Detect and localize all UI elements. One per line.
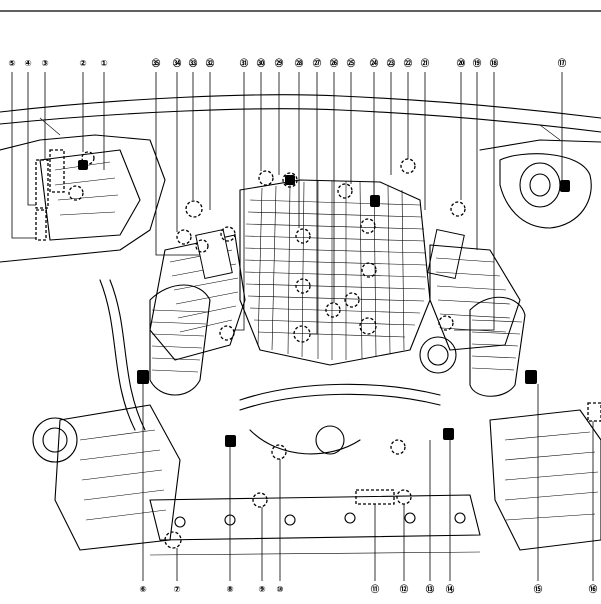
callout-top-22: ⑱ [490, 58, 499, 69]
callout-top-10: ㉚ [257, 58, 266, 69]
callout-top-16: ㉔ [370, 58, 379, 69]
callout-bottom-1: ⑦ [173, 585, 180, 595]
callout-top-7: ㉝ [189, 58, 198, 69]
callout-top-13: ㉗ [313, 58, 322, 69]
callout-top-2: ③ [41, 59, 48, 69]
component-markers [35, 149, 601, 549]
callout-top-9: ㉛ [240, 58, 249, 69]
callout-bottom-7: ⑬ [426, 584, 435, 595]
callout-top-4: ① [100, 59, 107, 69]
callout-top-18: ㉒ [404, 58, 413, 69]
callout-top-8: ㉜ [206, 58, 215, 69]
callout-top-3: ② [79, 59, 86, 69]
callout-top-6: ㉞ [173, 58, 182, 69]
callout-top-0: ⑤ [8, 59, 15, 69]
leader-lines [11, 72, 594, 581]
callout-bottom-9: ⑮ [534, 584, 543, 595]
callout-bottom-4: ⑩ [276, 585, 283, 595]
callout-top-11: ㉙ [275, 58, 284, 69]
callout-top-21: ⑲ [473, 58, 482, 69]
engine-illustration [0, 94, 601, 556]
callout-top-14: ㉖ [330, 58, 339, 69]
callout-top-1: ④ [24, 59, 31, 69]
callout-top-23: ⑰ [558, 58, 567, 69]
callout-bottom-5: ⑪ [371, 584, 380, 595]
callout-top-19: ㉑ [421, 58, 430, 69]
callout-top-12: ㉘ [295, 58, 304, 69]
manifold-grid [244, 180, 427, 360]
mount-holes [174, 512, 466, 528]
callout-top-17: ㉓ [387, 58, 396, 69]
callout-top-5: ㉟ [152, 58, 161, 69]
callout-bottom-6: ⑫ [400, 584, 409, 595]
callout-bottom-2: ⑧ [226, 585, 233, 595]
callout-bottom-3: ⑨ [258, 585, 265, 595]
callout-bottom-10: ⑯ [589, 584, 598, 595]
callout-top-15: ㉕ [347, 58, 356, 69]
callout-bottom-8: ⑭ [446, 584, 455, 595]
callout-top-20: ⑳ [457, 58, 466, 69]
callout-bottom-0: ⑥ [139, 585, 146, 595]
